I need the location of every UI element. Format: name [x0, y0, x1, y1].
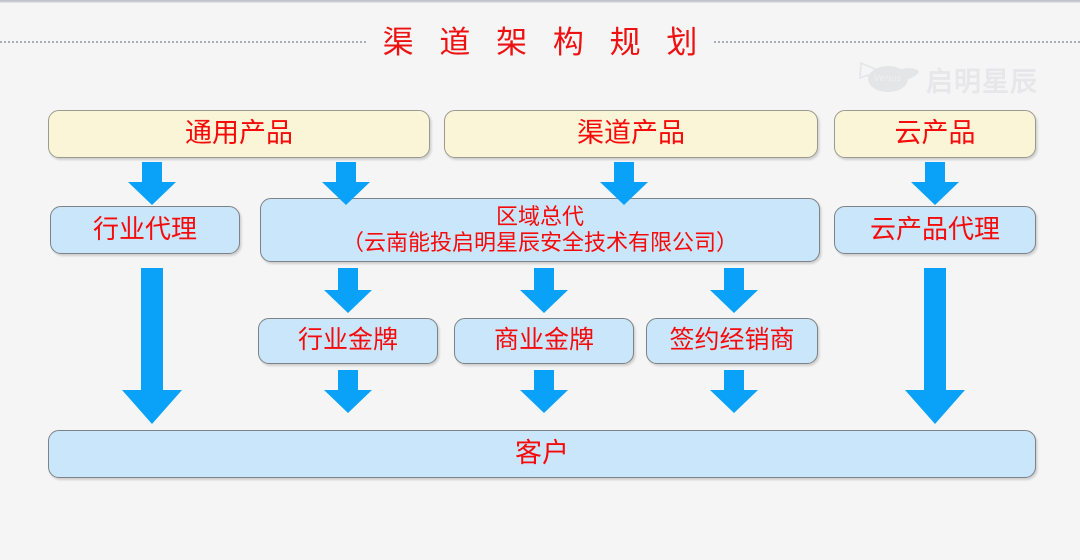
arrow-general-to-industry-agent-icon: [124, 162, 180, 206]
node-industry-agent-label: 行业代理: [92, 214, 197, 244]
node-channel-product[interactable]: 渠道产品: [444, 110, 818, 158]
page-title: 渠 道 架 构 规 划: [382, 24, 707, 60]
node-business-gold[interactable]: 商业金牌: [454, 318, 634, 364]
node-signed-dealer-label: 签约经销商: [669, 327, 795, 355]
title-dash-right: [714, 41, 1080, 43]
node-business-gold-label: 商业金牌: [493, 327, 594, 355]
node-customer[interactable]: 客户: [48, 430, 1036, 478]
node-cloud-product-label: 云产品: [894, 118, 976, 149]
arrow-industry-agent-to-customer-icon: [118, 268, 186, 426]
node-cloud-product-agent-label: 云产品代理: [869, 214, 1000, 244]
node-signed-dealer[interactable]: 签约经销商: [646, 318, 818, 364]
arrow-regional-to-business-gold-icon: [516, 268, 572, 314]
arrow-dealer-to-customer-icon: [706, 370, 762, 414]
arrow-regional-to-dealer-icon: [706, 268, 762, 314]
svg-text:Venus: Venus: [874, 74, 902, 84]
arrow-cloud-agent-to-customer-icon: [901, 268, 969, 426]
arrow-general-to-regional-icon: [318, 162, 374, 206]
title-band: 渠 道 架 构 规 划: [0, 18, 1080, 66]
node-cloud-product[interactable]: 云产品: [834, 110, 1036, 158]
node-industry-gold-label: 行业金牌: [297, 327, 398, 355]
node-general-product[interactable]: 通用产品: [48, 110, 430, 158]
node-industry-agent[interactable]: 行业代理: [50, 206, 240, 254]
title-dash-left: [0, 41, 366, 43]
arrow-industry-gold-to-customer-icon: [320, 370, 376, 414]
arrow-business-gold-to-customer-icon: [516, 370, 572, 414]
node-channel-product-label: 渠道产品: [577, 118, 685, 149]
node-industry-gold[interactable]: 行业金牌: [258, 318, 438, 364]
node-customer-label: 客户: [515, 438, 569, 469]
top-edge-rule: [0, 0, 1080, 3]
arrow-cloud-to-cloud-agent-icon: [907, 162, 963, 206]
node-regional-general-agent-label: 区域总代 （云南能投启明星辰安全技术有限公司）: [341, 204, 738, 255]
node-cloud-product-agent[interactable]: 云产品代理: [834, 206, 1036, 254]
arrow-regional-to-industry-gold-icon: [320, 268, 376, 314]
arrow-channel-to-regional-icon: [596, 162, 652, 206]
node-general-product-label: 通用产品: [185, 118, 293, 149]
node-regional-general-agent[interactable]: 区域总代 （云南能投启明星辰安全技术有限公司）: [260, 198, 820, 262]
